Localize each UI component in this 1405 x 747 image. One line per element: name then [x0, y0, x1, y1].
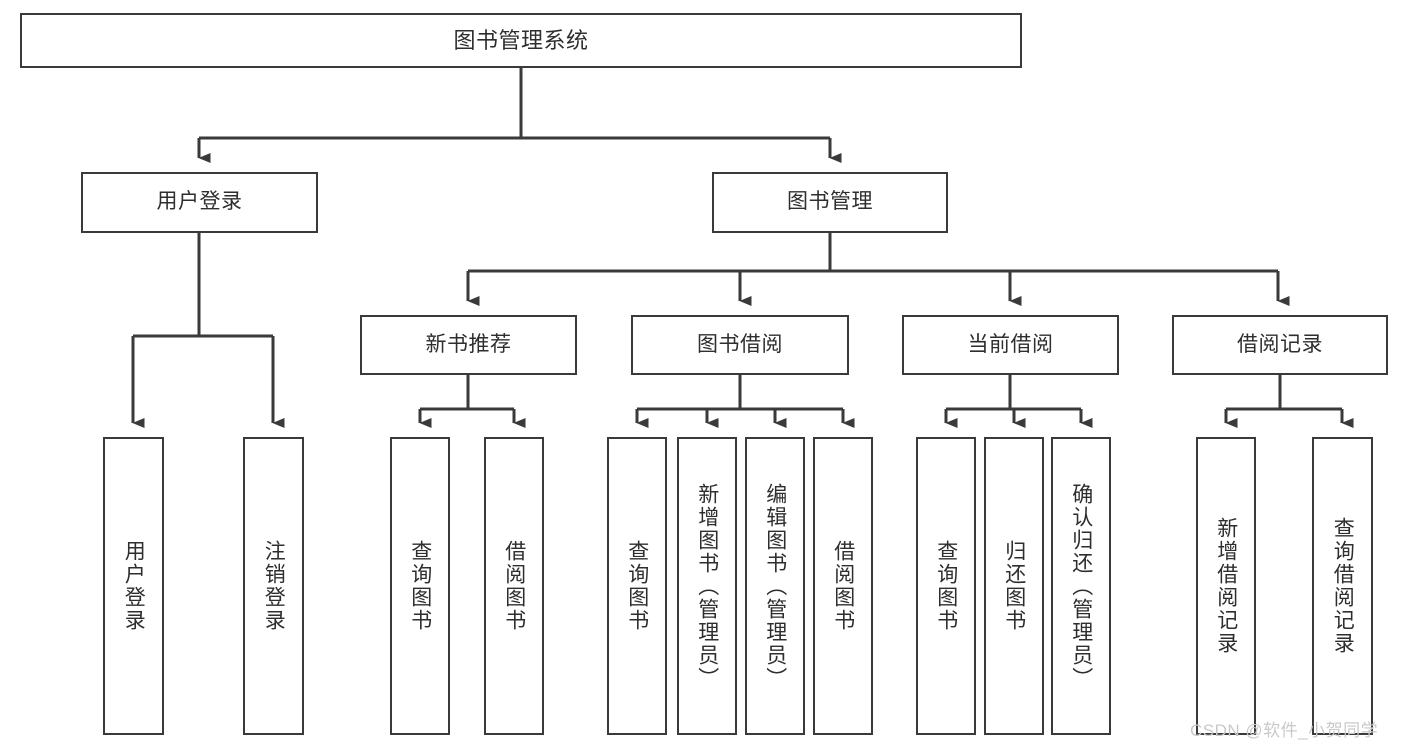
- node-leaf-query-book-1-label: 查询图书: [408, 540, 432, 632]
- node-leaf-borrow-book-2[interactable]: 借阅图书: [813, 437, 873, 735]
- node-leaf-confirm-return-label: 确认归还（管理员）: [1069, 482, 1093, 690]
- node-leaf-query-book-2-label: 查询图书: [625, 540, 649, 632]
- node-leaf-borrow-book-2-label: 借阅图书: [831, 540, 855, 632]
- node-leaf-query-book-1[interactable]: 查询图书: [390, 437, 450, 735]
- node-book-borrow-label: 图书借阅: [697, 332, 783, 356]
- node-root[interactable]: 图书管理系统: [20, 13, 1022, 68]
- node-root-label: 图书管理系统: [453, 27, 589, 53]
- node-leaf-user-login-label: 用户登录: [122, 540, 146, 632]
- node-leaf-borrow-book-1[interactable]: 借阅图书: [484, 437, 544, 735]
- node-leaf-query-book-3[interactable]: 查询图书: [916, 437, 976, 735]
- node-book-borrow[interactable]: 图书借阅: [631, 315, 849, 375]
- node-leaf-query-record-label: 查询借阅记录: [1331, 517, 1355, 655]
- node-leaf-logout-label: 注销登录: [262, 540, 286, 632]
- node-leaf-add-record-label: 新增借阅记录: [1214, 517, 1238, 655]
- node-leaf-return-book[interactable]: 归还图书: [984, 437, 1044, 735]
- node-leaf-logout[interactable]: 注销登录: [243, 437, 304, 735]
- node-book-manage-label: 图书管理: [787, 190, 873, 214]
- node-leaf-edit-book-label: 编辑图书（管理员）: [763, 482, 787, 690]
- node-user-login-label: 用户登录: [156, 190, 243, 214]
- node-leaf-query-book-2[interactable]: 查询图书: [607, 437, 667, 735]
- node-user-login[interactable]: 用户登录: [81, 172, 318, 233]
- node-borrow-record-label: 借阅记录: [1237, 332, 1323, 356]
- node-leaf-user-login[interactable]: 用户登录: [103, 437, 164, 735]
- csdn-watermark: CSDN @软件_小贺同学: [1190, 721, 1379, 740]
- node-book-manage[interactable]: 图书管理: [712, 172, 948, 233]
- node-leaf-borrow-book-1-label: 借阅图书: [502, 540, 526, 632]
- node-borrow-record[interactable]: 借阅记录: [1172, 315, 1388, 375]
- node-leaf-add-book[interactable]: 新增图书（管理员）: [677, 437, 737, 735]
- node-leaf-add-book-label: 新增图书（管理员）: [695, 482, 719, 690]
- node-new-book-recommend[interactable]: 新书推荐: [360, 315, 577, 375]
- node-current-borrow[interactable]: 当前借阅: [902, 315, 1119, 375]
- node-leaf-return-book-label: 归还图书: [1002, 540, 1026, 632]
- node-leaf-edit-book[interactable]: 编辑图书（管理员）: [745, 437, 805, 735]
- node-leaf-add-record[interactable]: 新增借阅记录: [1196, 437, 1256, 735]
- node-new-book-recommend-label: 新书推荐: [425, 332, 512, 356]
- node-leaf-query-book-3-label: 查询图书: [934, 540, 958, 632]
- node-leaf-confirm-return[interactable]: 确认归还（管理员）: [1051, 437, 1111, 735]
- node-leaf-query-record[interactable]: 查询借阅记录: [1312, 437, 1373, 735]
- node-current-borrow-label: 当前借阅: [967, 332, 1054, 356]
